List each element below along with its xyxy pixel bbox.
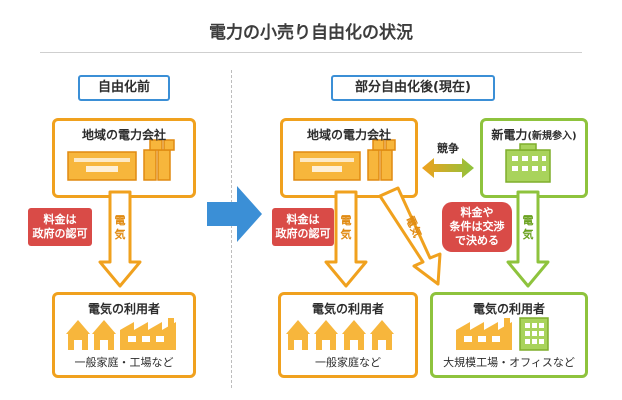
flow-arrow-before (98, 190, 142, 288)
flow-label-after-right: 電 気 (522, 214, 534, 241)
house-icon (66, 320, 90, 350)
after-header: 部分自由化後(現在) (331, 75, 495, 101)
flow-arrow-after-diagonal (378, 186, 442, 286)
competition-arrow-icon (422, 158, 474, 178)
flow-label-after-left: 電 気 (340, 214, 352, 241)
title-divider (40, 52, 582, 53)
price-approval-tag-after: 料金は 政府の認可 (272, 208, 334, 246)
transition-arrow-icon (207, 186, 262, 242)
after-consumer-left-label: 電気の利用者 (311, 302, 384, 316)
new-supplier-label: 新電力 (491, 128, 528, 142)
factory-icon (120, 318, 176, 350)
power-plant-icon (67, 139, 175, 181)
price-approval-tag-before: 料金は 政府の認可 (28, 208, 92, 246)
house-icon-2 (92, 320, 116, 350)
after-consumer-right-label: 電気の利用者 (472, 302, 545, 316)
flow-arrow-after-right (506, 190, 550, 288)
page-title: 電力の小売り自由化の状況 (209, 23, 413, 43)
house-icon-a3 (342, 320, 366, 350)
before-consumer-note: 一般家庭・工場など (74, 356, 174, 369)
flow-label-before: 電 気 (114, 214, 126, 241)
section-divider (231, 70, 232, 388)
factory-icon-after (456, 318, 512, 350)
house-icon-a4 (370, 320, 394, 350)
new-supplier-label-wrap: 新電力(新規参入) (480, 126, 588, 143)
power-plant-icon-after (293, 139, 396, 181)
before-supplier-label: 地域の電力会社 (81, 128, 166, 142)
before-header: 自由化前 (78, 75, 170, 101)
house-icon-a2 (314, 320, 338, 350)
new-supplier-sub: (新規参入) (527, 131, 577, 142)
after-consumer-left-note: 一般家庭など (315, 356, 381, 369)
house-icon-a1 (286, 320, 310, 350)
after-supplier-label: 地域の電力会社 (306, 128, 391, 142)
flow-arrow-after-left (324, 190, 368, 288)
competition-label: 競争 (437, 142, 459, 155)
office-icon-after (519, 317, 549, 351)
before-consumer-label: 電気の利用者 (87, 302, 160, 316)
negotiation-tag: 料金や 条件は交渉 で決める (442, 202, 512, 252)
office-building-icon (505, 143, 551, 183)
after-consumer-right-note: 大規模工場・オフィスなど (443, 356, 575, 369)
